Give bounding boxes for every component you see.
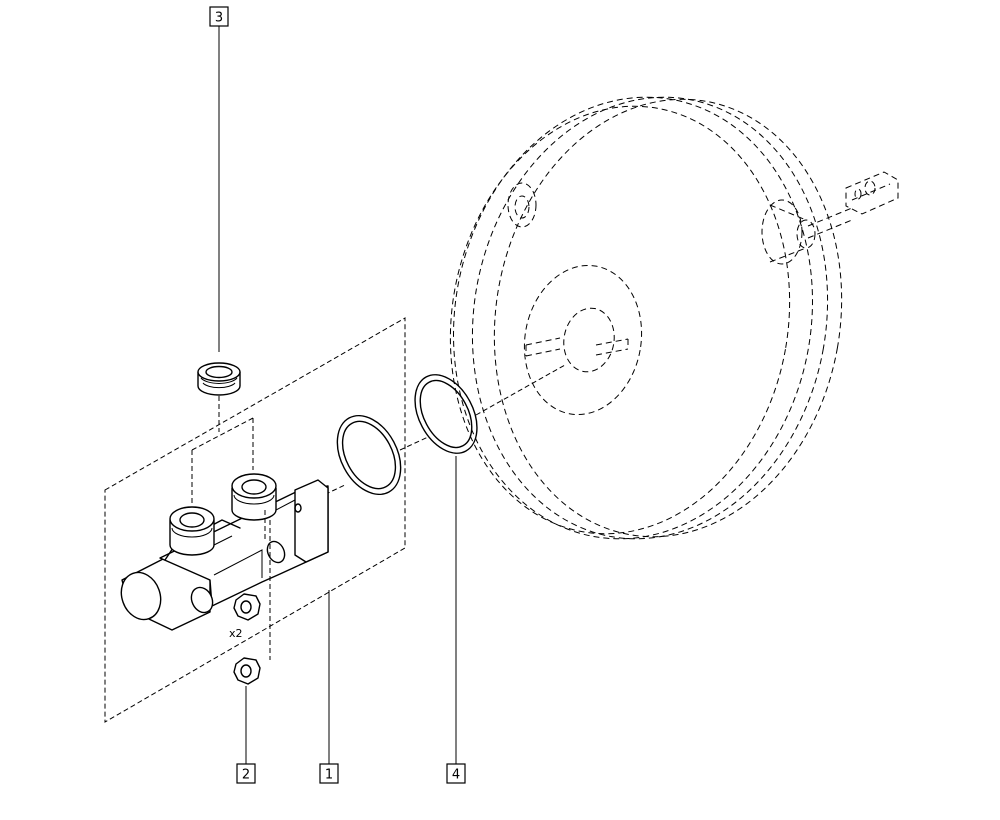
- quantity-note: x2: [229, 627, 243, 640]
- callout-label-2: 2: [242, 768, 250, 783]
- callout-2: 2: [236, 763, 256, 784]
- callout-3: 3: [209, 6, 229, 27]
- callout-1: 1: [319, 763, 339, 784]
- callout-label-4: 4: [452, 768, 460, 783]
- callout-label-1: 1: [325, 768, 333, 783]
- leader-lines: [218, 26, 457, 764]
- callout-4: 4: [446, 763, 466, 784]
- nut-part-upper: [233, 593, 261, 621]
- master-cylinder-part: [120, 473, 329, 631]
- nut-part-lower: [233, 657, 261, 685]
- brake-booster: [449, 96, 899, 540]
- seal-ring-part: [414, 374, 478, 454]
- callout-label-3: 3: [215, 11, 223, 26]
- o-ring-part: [336, 414, 402, 496]
- grommet-part: [191, 362, 254, 505]
- stud-guide-line: [264, 510, 271, 660]
